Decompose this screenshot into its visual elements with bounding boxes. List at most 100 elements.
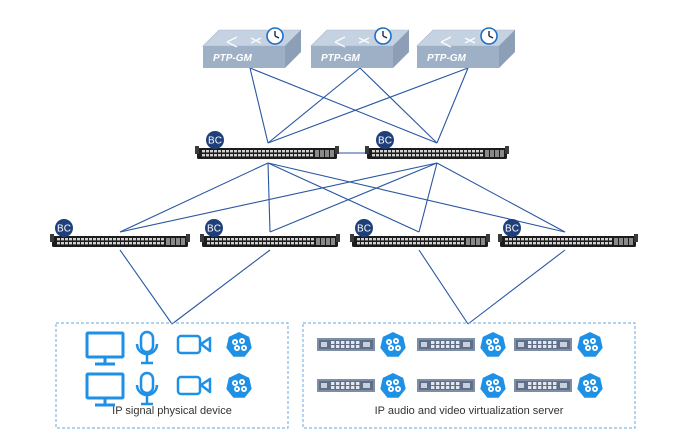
port — [377, 238, 380, 241]
port — [243, 238, 246, 241]
port — [421, 238, 424, 241]
port — [275, 238, 278, 241]
port — [226, 150, 229, 153]
port — [214, 154, 217, 157]
port — [238, 150, 241, 153]
port — [409, 238, 412, 241]
port — [117, 242, 120, 245]
port — [291, 242, 294, 245]
port — [517, 242, 520, 245]
port — [202, 154, 205, 157]
port — [231, 242, 234, 245]
port — [444, 154, 447, 157]
port — [206, 154, 209, 157]
port — [385, 242, 388, 245]
port — [210, 154, 213, 157]
port — [373, 238, 376, 241]
port — [384, 150, 387, 153]
monitor-icon — [85, 331, 125, 366]
uplink-port — [476, 238, 480, 245]
port — [533, 242, 536, 245]
spine-switch[interactable]: BC — [365, 131, 509, 159]
port — [533, 238, 536, 241]
ptp-gm-device[interactable]: PTP-GM — [416, 27, 516, 68]
port — [77, 238, 80, 241]
uplink-port — [330, 150, 334, 157]
port — [401, 242, 404, 245]
port — [294, 154, 297, 157]
ptp-gm-device[interactable]: PTP-GM — [202, 27, 302, 68]
port — [601, 242, 604, 245]
leaf-switch[interactable]: BC — [200, 219, 340, 247]
ptp-gm-device[interactable]: PTP-GM — [310, 27, 410, 68]
port — [460, 154, 463, 157]
port — [577, 238, 580, 241]
port — [389, 238, 392, 241]
port — [513, 238, 516, 241]
port — [425, 238, 428, 241]
port — [597, 242, 600, 245]
port — [295, 238, 298, 241]
port — [141, 242, 144, 245]
port — [85, 238, 88, 241]
port — [247, 242, 250, 245]
bc-label: BC — [505, 224, 519, 235]
spine-leaf-link — [267, 162, 420, 233]
port — [266, 150, 269, 153]
port — [529, 238, 532, 241]
spine-leaf-link — [267, 162, 271, 233]
port — [585, 238, 588, 241]
uplink-port — [326, 238, 330, 245]
port — [472, 154, 475, 157]
port — [153, 238, 156, 241]
leaf-switch[interactable]: BC — [498, 219, 638, 247]
port — [231, 238, 234, 241]
port — [227, 238, 230, 241]
port — [263, 238, 266, 241]
port — [262, 150, 265, 153]
port — [545, 242, 548, 245]
port — [255, 242, 258, 245]
port — [69, 238, 72, 241]
port — [445, 242, 448, 245]
port — [255, 238, 258, 241]
port — [361, 242, 364, 245]
port — [464, 154, 467, 157]
port — [270, 150, 273, 153]
port — [369, 238, 372, 241]
uplink-port — [325, 150, 329, 157]
leaf-switch[interactable]: BC — [50, 219, 190, 247]
port — [287, 242, 290, 245]
port — [537, 242, 540, 245]
port — [505, 242, 508, 245]
port — [436, 150, 439, 153]
port — [437, 242, 440, 245]
server-icon — [417, 379, 475, 392]
gm-spine-link — [267, 67, 361, 144]
port — [432, 150, 435, 153]
uplink-port — [481, 238, 485, 245]
leaf-switch[interactable]: BC — [350, 219, 490, 247]
port — [525, 238, 528, 241]
uplink-port — [181, 238, 185, 245]
port — [298, 150, 301, 153]
port — [211, 238, 214, 241]
port — [476, 154, 479, 157]
port — [417, 242, 420, 245]
port — [250, 154, 253, 157]
port — [125, 238, 128, 241]
port — [541, 242, 544, 245]
ptp-gm-label: PTP-GM — [213, 53, 253, 64]
spine-switch[interactable]: BC — [195, 131, 339, 159]
port — [581, 242, 584, 245]
port — [441, 238, 444, 241]
port — [239, 242, 242, 245]
port — [537, 238, 540, 241]
port — [302, 150, 305, 153]
port — [549, 242, 552, 245]
port — [149, 242, 152, 245]
port — [129, 238, 132, 241]
uplink-port — [321, 238, 325, 245]
port — [310, 154, 313, 157]
